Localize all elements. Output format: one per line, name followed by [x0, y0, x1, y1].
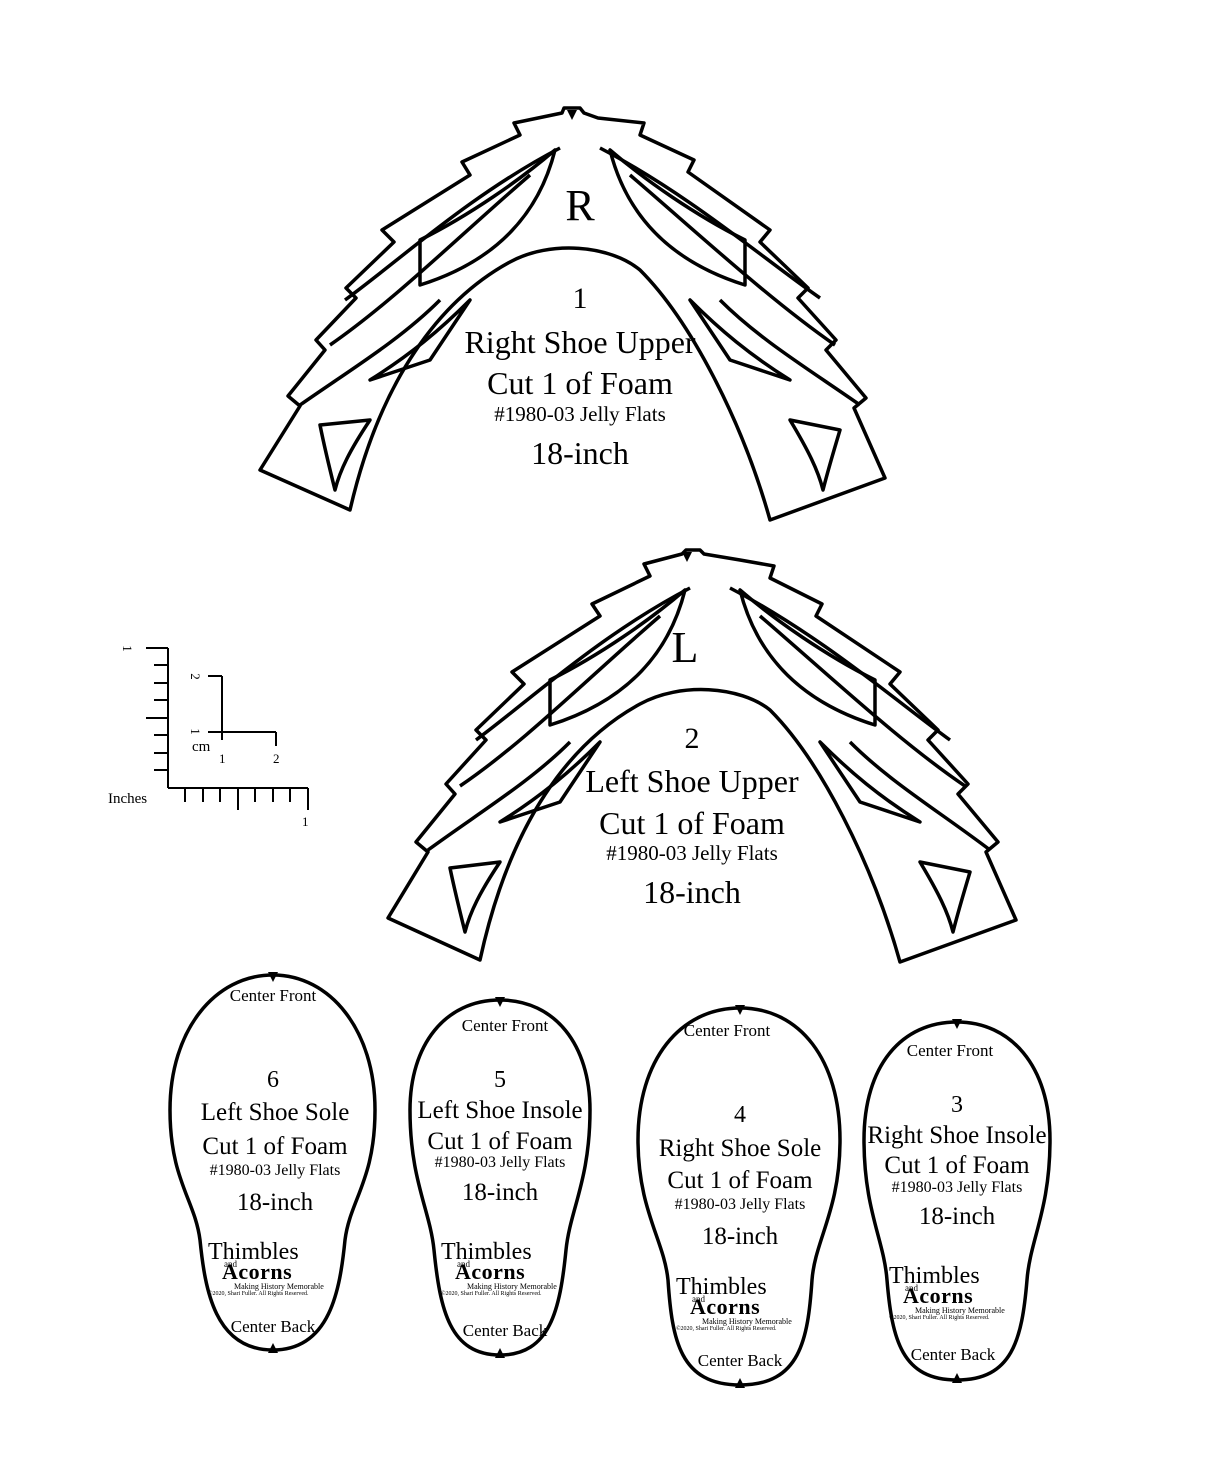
logo-thimbles: Thimbles: [676, 1274, 767, 1300]
brand-logo-5: Thimbles and Acorns Making History Memor…: [441, 1240, 581, 1297]
notch-back-4: [735, 1378, 745, 1388]
sole-6-number: 6: [267, 1067, 279, 1093]
logo-acorns: Acorns: [690, 1294, 761, 1319]
sole-5-center-front: Center Front: [461, 1016, 549, 1035]
notch-upper-2: [682, 552, 692, 562]
upper-2-code: #1980-03 Jelly Flats: [606, 841, 778, 865]
upper-2-number: 2: [684, 722, 700, 755]
logo-and: and: [224, 1259, 237, 1269]
sole-4-code: #1980-03 Jelly Flats: [674, 1196, 806, 1213]
scale-ruler: [146, 647, 309, 810]
logo-and: and: [905, 1283, 918, 1293]
sole-3-center-back: Center Back: [910, 1345, 996, 1364]
sole-outline-3: [862, 1020, 1052, 1382]
upper-1-code: #1980-03 Jelly Flats: [494, 402, 666, 426]
ruler-inch-tick: 1: [302, 814, 309, 829]
sole-3-number: 3: [951, 1092, 963, 1118]
notch-front-6: [268, 972, 278, 982]
logo-copyright: ©2020, Shari Fuller. All Rights Reserved…: [676, 1326, 777, 1332]
logo-copyright: ©2020, Shari Fuller. All Rights Reserved…: [441, 1291, 542, 1297]
upper-piece-right: [258, 106, 887, 522]
sole-6-cut: Cut 1 of Foam: [202, 1133, 348, 1160]
sole-3-name: Right Shoe Insole: [867, 1122, 1047, 1149]
upper-2-size: 18-inch: [643, 874, 741, 910]
upper-1-letter: R: [565, 181, 595, 230]
logo-copyright: ©2020, Shari Fuller. All Rights Reserved…: [208, 1291, 309, 1297]
logo-acorns: Acorns: [222, 1259, 293, 1284]
ruler-cm-label: cm: [192, 739, 211, 755]
sole-4-center-back: Center Back: [697, 1351, 783, 1370]
upper-piece-left: [386, 548, 1018, 964]
logo-tagline: Making History Memorable: [702, 1317, 792, 1326]
sole-5-size: 18-inch: [461, 1179, 539, 1206]
upper-1-cut: Cut 1 of Foam: [487, 365, 673, 401]
sole-5-name: Left Shoe Insole: [417, 1097, 583, 1124]
upper-1-name: Right Shoe Upper: [464, 324, 696, 360]
sole-5-cut: Cut 1 of Foam: [427, 1128, 573, 1155]
sole-5-center-back: Center Back: [462, 1321, 548, 1340]
brand-logo-4: Thimbles and Acorns Making History Memor…: [676, 1275, 816, 1332]
notch-front-4: [735, 1005, 745, 1015]
logo-acorns: Acorns: [903, 1283, 974, 1308]
sole-6-code: #1980-03 Jelly Flats: [209, 1162, 341, 1179]
ruler-vertical-cm-tick-2: 2: [187, 673, 203, 680]
sole-3-cut: Cut 1 of Foam: [884, 1152, 1030, 1179]
sole-6-center-front: Center Front: [229, 986, 317, 1005]
sole-4-size: 18-inch: [701, 1223, 779, 1250]
sole-4-name: Right Shoe Sole: [658, 1135, 822, 1162]
ruler-inches-label: Inches: [108, 791, 148, 807]
upper-2-letter: L: [671, 623, 699, 672]
sole-3-size: 18-inch: [918, 1203, 996, 1230]
upper-2-name: Left Shoe Upper: [585, 763, 799, 799]
logo-thimbles: Thimbles: [889, 1263, 980, 1289]
sole-outline-5: [408, 998, 592, 1357]
logo-and: and: [457, 1259, 470, 1269]
sole-6-size: 18-inch: [236, 1189, 314, 1216]
sole-5-code: #1980-03 Jelly Flats: [434, 1154, 566, 1171]
notch-front-5: [495, 997, 505, 1007]
sole-6-name: Left Shoe Sole: [200, 1099, 350, 1126]
notch-front-3: [952, 1019, 962, 1029]
notch-back-3: [952, 1373, 962, 1383]
ruler-cm-tick-2: 2: [273, 751, 280, 766]
notch-back-5: [495, 1348, 505, 1358]
logo-copyright: ©2020, Shari Fuller. All Rights Reserved…: [889, 1315, 990, 1321]
logo-tagline: Making History Memorable: [467, 1282, 557, 1291]
brand-logo-6: Thimbles and Acorns Making History Memor…: [208, 1240, 348, 1297]
logo-tagline: Making History Memorable: [915, 1306, 1005, 1315]
sole-3-center-front: Center Front: [906, 1041, 994, 1060]
upper-1-number: 1: [572, 282, 588, 315]
logo-thimbles: Thimbles: [441, 1239, 532, 1265]
logo-tagline: Making History Memorable: [234, 1282, 324, 1291]
notch-upper-1: [567, 110, 577, 120]
logo-and: and: [692, 1294, 705, 1304]
sole-3-code: #1980-03 Jelly Flats: [891, 1179, 1023, 1196]
brand-logo-3: Thimbles and Acorns Making History Memor…: [889, 1264, 1029, 1321]
notch-back-6: [268, 1343, 278, 1353]
sole-4-cut: Cut 1 of Foam: [667, 1167, 813, 1194]
upper-1-size: 18-inch: [531, 435, 629, 471]
logo-acorns: Acorns: [455, 1259, 526, 1284]
ruler-vertical-inch-tick: 1: [119, 645, 135, 652]
logo-thimbles: Thimbles: [208, 1239, 299, 1265]
ruler-vertical-cm-tick-1: 1: [187, 728, 203, 735]
sole-4-center-front: Center Front: [683, 1021, 771, 1040]
upper-2-cut: Cut 1 of Foam: [599, 805, 785, 841]
ruler-cm-tick-1: 1: [219, 751, 226, 766]
sole-5-number: 5: [494, 1067, 506, 1093]
sole-4-number: 4: [734, 1102, 746, 1128]
sole-6-center-back: Center Back: [230, 1317, 316, 1336]
